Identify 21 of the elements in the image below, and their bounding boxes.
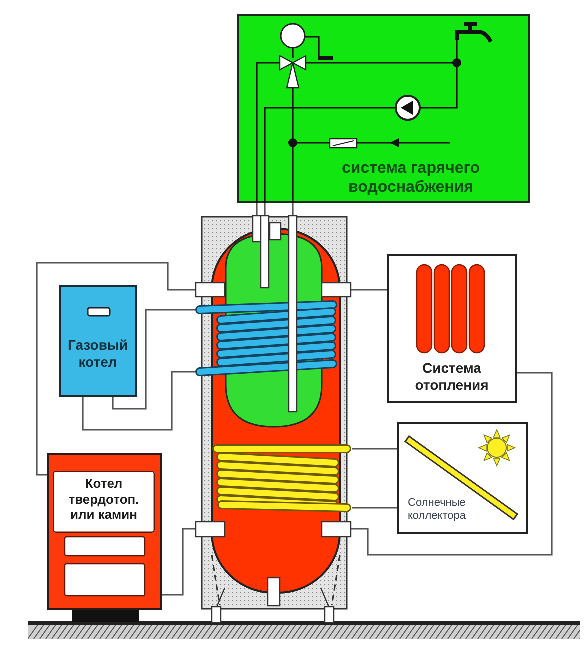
pipe: [82, 371, 195, 431]
node-label: Газовый котел: [68, 337, 128, 370]
gas-boiler: [59, 285, 137, 397]
pipe: [256, 203, 258, 216]
pipe: [352, 507, 397, 509]
pipe: [36, 262, 196, 476]
pipe: [351, 372, 553, 556]
node-label: Система отопления: [415, 360, 489, 393]
pipe: [352, 448, 397, 450]
node-label: Котел твердотоп. или камин: [68, 476, 140, 522]
pipe: [162, 528, 196, 596]
heating-system-box: [387, 254, 517, 403]
pipe: [112, 309, 195, 410]
solid-fuel-boiler: [47, 453, 162, 610]
pipe: [351, 289, 387, 291]
node-label: система гарячего водоснабжения: [342, 160, 480, 196]
pipe: [292, 203, 294, 216]
solar-collector-box: [397, 422, 528, 534]
node-label: Солнечные коллектора: [408, 497, 466, 522]
hot-water-panel: [237, 14, 530, 203]
pipe: [264, 203, 266, 216]
